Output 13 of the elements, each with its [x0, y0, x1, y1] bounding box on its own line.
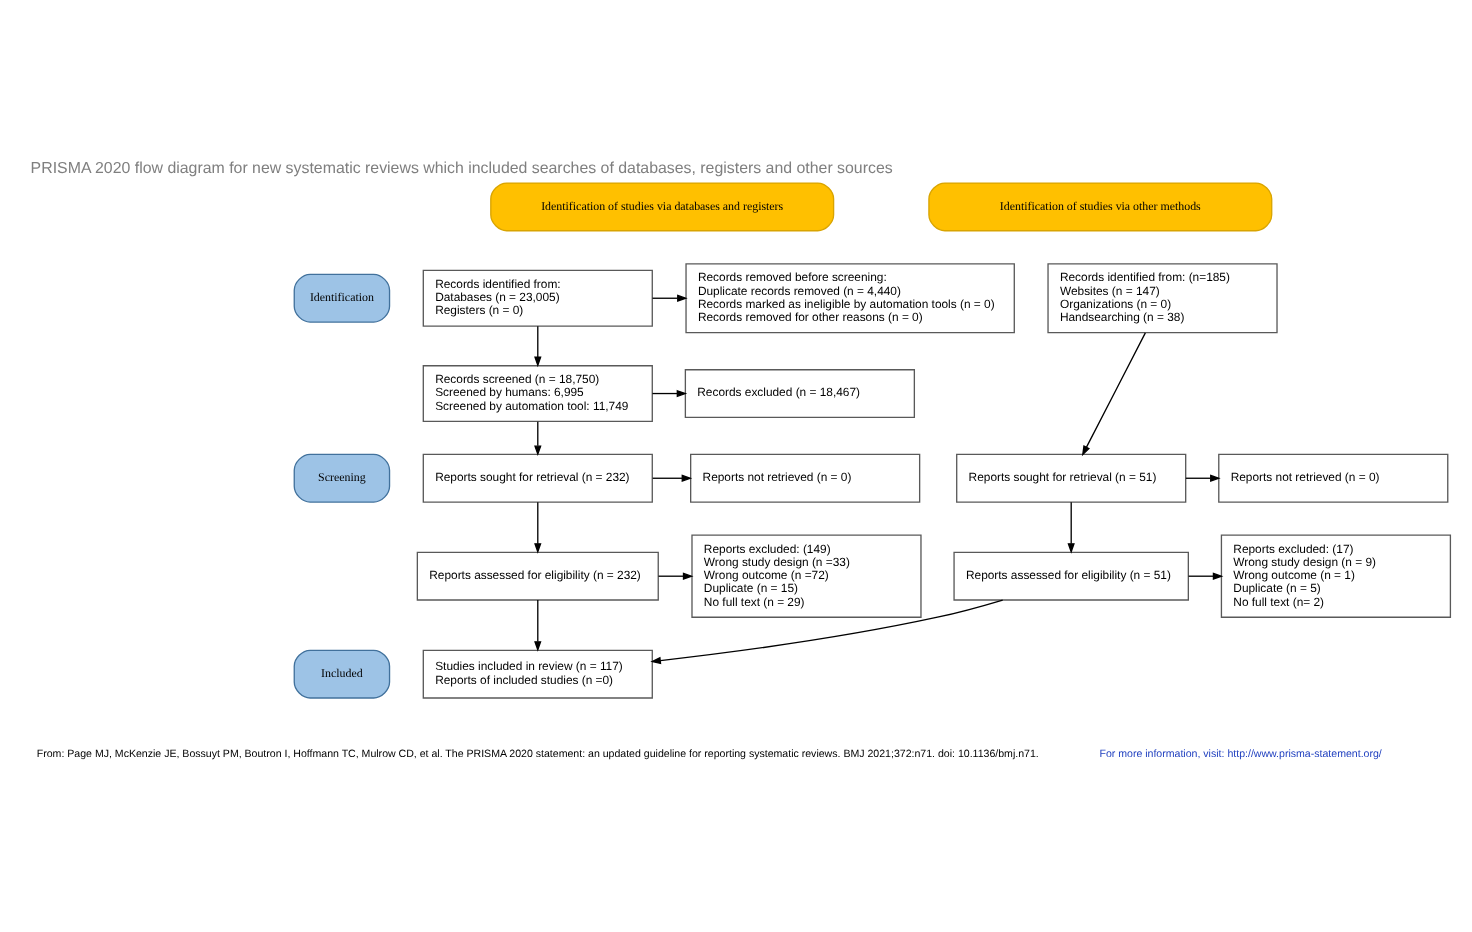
- arrow: [650, 598, 1004, 664]
- arrow: [1081, 331, 1146, 456]
- arrow: [1185, 473, 1221, 481]
- arrow: [1067, 500, 1075, 553]
- arrow: [534, 420, 542, 456]
- arrow: [657, 571, 694, 579]
- arrow: [534, 598, 542, 651]
- arrow: [1187, 571, 1224, 579]
- arrow: [651, 293, 688, 301]
- arrow: [651, 388, 688, 397]
- arrow: [534, 500, 542, 553]
- arrow: [652, 473, 693, 481]
- arrow: [534, 324, 542, 367]
